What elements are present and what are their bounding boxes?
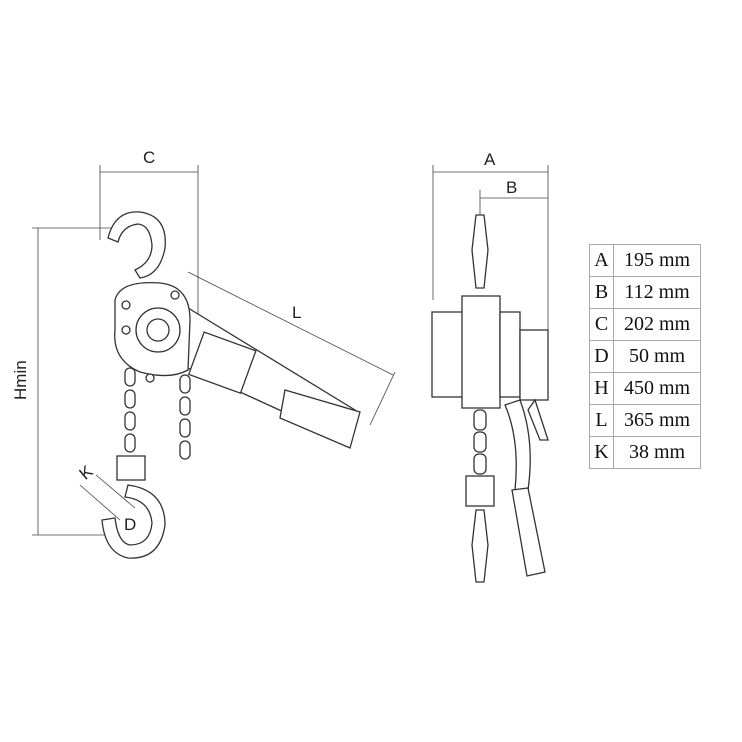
label-c: C (143, 148, 155, 167)
label-d: D (124, 515, 136, 534)
bottom-hook-front (471, 509, 489, 583)
top-hook (107, 211, 166, 279)
label-k: K (76, 461, 97, 483)
bottom-hook (101, 484, 166, 559)
label-l: L (292, 303, 301, 322)
slack-chain (179, 374, 191, 460)
l-dimension-line (187, 271, 394, 376)
top-hook-front (471, 214, 489, 289)
side-view: C Hmin L (11, 148, 396, 559)
load-chain (124, 367, 136, 453)
label-a: A (484, 150, 496, 169)
handle-grip-front (511, 487, 546, 577)
front-view: A B (431, 150, 549, 583)
chain-front (473, 409, 487, 475)
label-b: B (506, 178, 517, 197)
label-hmin: Hmin (11, 360, 30, 400)
bottom-block (116, 455, 146, 481)
handle-grip (279, 389, 361, 449)
handle-front (504, 399, 531, 491)
body-front (461, 295, 501, 409)
